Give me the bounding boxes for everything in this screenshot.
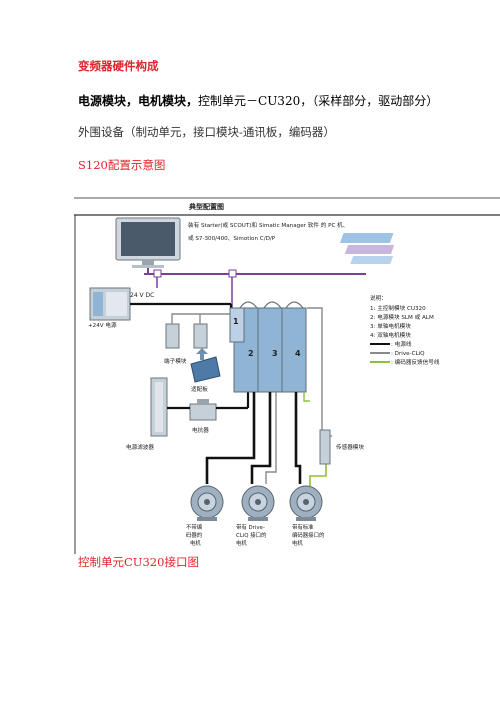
legend-item-3: 3: 单轴电机模块 — [370, 322, 411, 330]
pc-caption-2: 或 S7-300/400、Simotion C/D/P — [188, 234, 276, 242]
motor-no-encoder-icon — [190, 485, 224, 521]
bus-connector-2 — [228, 269, 237, 278]
cliq-line-sensor — [307, 307, 323, 436]
encoder-line-motor-3 — [309, 464, 327, 486]
adapter-board-icon — [190, 348, 221, 383]
power-supply-unit — [89, 287, 131, 321]
cable-motor-3 — [294, 392, 302, 484]
figure-title: 典型配置图 — [189, 202, 224, 211]
supply-label: +24V 电源 — [88, 321, 117, 329]
adapter-label: 适配板 — [191, 385, 208, 393]
encoder-line-drive — [303, 392, 310, 402]
legend-line-cliq: : Drive-CLiQ — [391, 351, 425, 357]
filter-label: 电源滤波器 — [126, 443, 154, 451]
motor-std-encoder-icon — [289, 485, 323, 521]
cable-motor-2 — [250, 392, 272, 484]
sensor-module-icon — [319, 429, 331, 465]
motor-1-caption: 不带编 码器的 电机 — [186, 523, 204, 547]
legend-item-2: 2: 电源模块 SLM 或 ALM — [370, 313, 434, 321]
line-peripherals: 外围设备（制动单元，接口模块-通讯板，编码器） — [78, 125, 335, 139]
profibus-logo — [339, 233, 395, 264]
sensor-label: 传感器模块 — [336, 443, 364, 451]
pc-monitor-icon — [115, 217, 181, 268]
modules-rest: 控制单元－CU320，（采样部分，驱动部分） — [198, 94, 439, 108]
motor-drive-cliq-icon — [241, 485, 275, 521]
sinamics-drive-lineup — [229, 301, 307, 393]
reactor-icon — [189, 399, 217, 421]
legend-title: 说明： — [370, 294, 387, 302]
line-modules: 电源模块，电机模块，控制单元－CU320，（采样部分，驱动部分） — [78, 92, 438, 109]
heading-hardware: 变频器硬件构成 — [78, 59, 159, 73]
module-number-2: 2 — [248, 349, 254, 358]
modules-bold: 电源模块，电机模块， — [78, 94, 199, 108]
module-number-3: 3 — [272, 349, 278, 358]
cliq-line-terminals — [171, 313, 232, 324]
config-diagram: 典型配置图 装有 Starter(或 SCOUT)和 Simatic Manag… — [74, 197, 500, 554]
terminal-label: 端子模块 — [164, 357, 187, 365]
module-number-1: 1 — [233, 317, 239, 326]
legend-line-power: : 电源线 — [391, 340, 412, 348]
pc-caption-1: 装有 Starter(或 SCOUT)和 Simatic Manager 软件 … — [188, 221, 348, 229]
heading-s120: S120配置示意图 — [78, 158, 166, 172]
cable-motor-1 — [205, 392, 256, 484]
legend: 说明： 1: 主控制模块 CU320 2: 电源模块 SLM 或 ALM 3: … — [370, 294, 440, 366]
reactor-label: 电抗器 — [192, 426, 209, 434]
motor-2-caption: 带有 Drive- CLiQ 接口的 电机 — [236, 523, 268, 547]
legend-item-4: 4: 双轴电机模块 — [370, 331, 411, 339]
bus-connector-1 — [153, 269, 162, 278]
cliq-motor-2 — [265, 392, 277, 484]
terminal-modules — [165, 323, 208, 349]
legend-item-1: 1: 主控制模块 CU320 — [370, 304, 426, 312]
motor-3-caption: 带有标准 编码器接口的 电机 — [292, 523, 326, 547]
module-single-axis — [257, 307, 283, 393]
legend-line-encoder: : 编码器反馈信号线 — [391, 358, 440, 366]
module-number-4: 4 — [295, 349, 301, 358]
line-filter-icon — [150, 377, 168, 437]
module-double-axis — [281, 307, 307, 393]
dc-label: 24 V DC — [130, 292, 154, 299]
heading-cu320: 控制单元CU320接口图 — [78, 555, 199, 569]
